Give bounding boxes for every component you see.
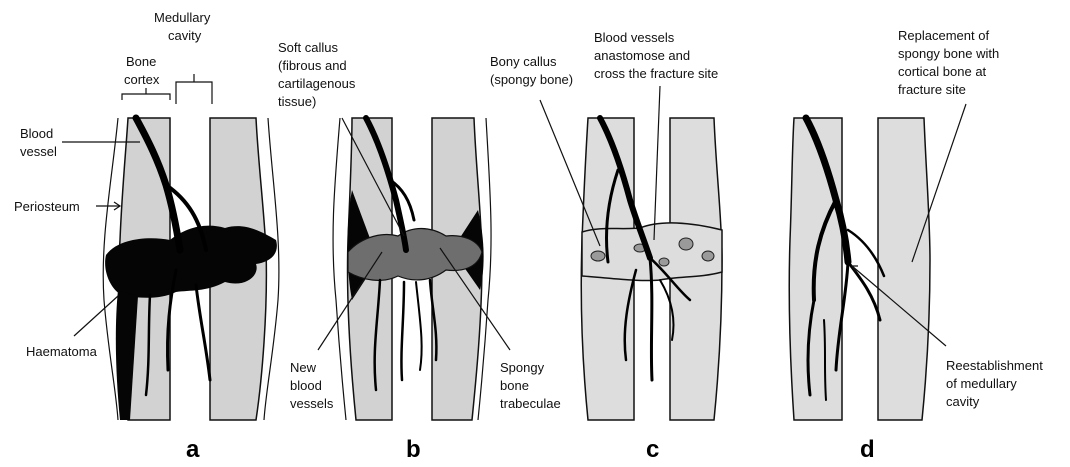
label-blood-line2: vessel [20, 144, 57, 159]
label-bony-line1: Bony callus [490, 54, 557, 69]
spongy-spot-c5 [659, 258, 669, 266]
label-spongy-line2: bone [500, 378, 529, 393]
label-spongy-line1: Spongy [500, 360, 545, 375]
label-blood-line1: Blood [20, 126, 53, 141]
panel-a: Medullary cavity Bone cortex Blood vesse… [14, 10, 279, 463]
panel-letter-b: b [406, 436, 421, 463]
label-new-line2: blood [290, 378, 322, 393]
bone-cortex-right-d [878, 118, 930, 420]
label-periosteum: Periosteum [14, 199, 80, 214]
label-repl-line1: Replacement of [898, 28, 989, 43]
label-soft-line1: Soft callus [278, 40, 338, 55]
label-medullary-line1: Medullary [154, 10, 211, 25]
bracket-bone-cortex [122, 88, 170, 100]
label-new-line1: New [290, 360, 317, 375]
label-haematoma: Haematoma [26, 344, 98, 359]
panel-letter-d: d [860, 436, 875, 463]
label-reest-line1: Reestablishment [946, 358, 1043, 373]
label-repl-line3: cortical bone at [898, 64, 987, 79]
vessel-branch-b5 [416, 282, 422, 370]
panel-letter-c: c [646, 436, 659, 463]
panel-d: Replacement of spongy bone with cortical… [789, 28, 1043, 463]
leader-vessels-anastomose [654, 86, 660, 240]
label-soft-line4: tissue) [278, 94, 316, 109]
vessel-branch-c2 [650, 258, 652, 380]
label-repl-line2: spongy bone with [898, 46, 999, 61]
periosteum-left-b [333, 118, 346, 420]
panel-letter-a: a [186, 436, 200, 463]
vessel-branch-a3 [196, 285, 210, 380]
label-bony-line2: (spongy bone) [490, 72, 573, 87]
panel-b: Soft callus (fibrous and cartilagenous t… [278, 40, 561, 463]
label-new-line3: vessels [290, 396, 334, 411]
label-reest-line3: cavity [946, 394, 980, 409]
spongy-spot-c1 [591, 251, 605, 261]
label-reest-line2: of medullary [946, 376, 1017, 391]
leader-haematoma [74, 296, 118, 336]
label-vessels-line2: anastomose and [594, 48, 690, 63]
vessel-branch-b3 [401, 282, 404, 380]
label-cortex-line2: cortex [124, 72, 160, 87]
label-cortex-line1: Bone [126, 54, 156, 69]
label-vessels-line3: cross the fracture site [594, 66, 718, 81]
vessel-branch-d4 [848, 262, 880, 320]
spongy-spot-c4 [702, 251, 714, 261]
label-vessels-line1: Blood vessels [594, 30, 675, 45]
spongy-spot-c3 [679, 238, 693, 250]
label-repl-line4: fracture site [898, 82, 966, 97]
label-soft-line3: cartilagenous [278, 76, 356, 91]
label-soft-line2: (fibrous and [278, 58, 347, 73]
bracket-medullary-cavity [176, 74, 212, 104]
label-medullary-line2: cavity [168, 28, 202, 43]
label-spongy-line3: trabeculae [500, 396, 561, 411]
